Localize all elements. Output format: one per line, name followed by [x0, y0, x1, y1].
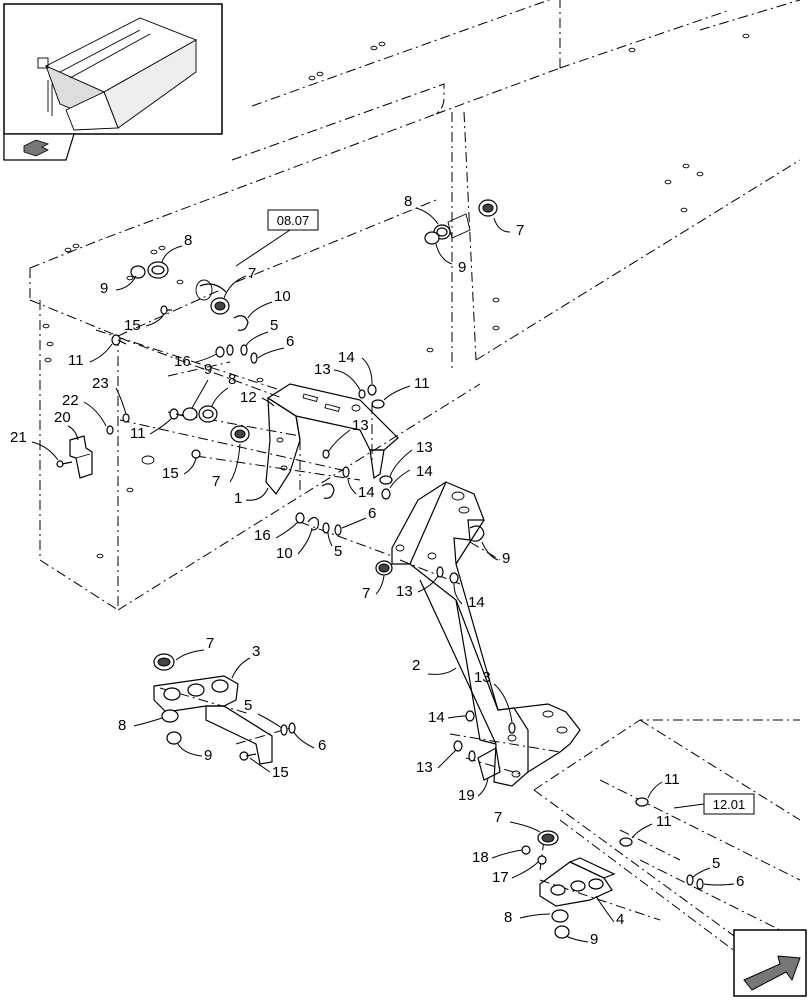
callout-label: 8	[184, 232, 192, 249]
machine-body-outline	[29, 0, 801, 985]
callout-label: 3	[252, 643, 260, 660]
reference-box-08-07[interactable]: 08.07	[267, 209, 319, 231]
callout-label: 7	[206, 635, 214, 652]
callout-label: 6	[286, 333, 294, 350]
callout-label: 6	[318, 737, 326, 754]
callout-label: 9	[204, 747, 212, 764]
bracket-part-3[interactable]	[153, 675, 273, 765]
fasteners	[106, 199, 704, 939]
callout-label: 8	[504, 909, 512, 926]
callout-label: 9	[590, 931, 598, 948]
callout-label: 11	[656, 813, 672, 830]
callout-label: 8	[118, 717, 126, 734]
reference-box-label: 12.01	[713, 797, 746, 812]
callout-label: 19	[458, 787, 475, 804]
callout-label: 6	[736, 873, 744, 890]
callout-label: 9	[204, 361, 212, 378]
callout-label: 10	[274, 288, 291, 305]
callout-label: 7	[212, 473, 220, 490]
pivot-plate-part-1[interactable]	[265, 396, 301, 496]
callout-label: 13	[314, 361, 331, 378]
callout-label: 6	[368, 505, 376, 522]
callout-label: 16	[174, 353, 191, 370]
callout-label: 14	[416, 463, 433, 480]
callout-label: 13	[352, 417, 369, 434]
callout-label: 9	[458, 259, 466, 276]
callout-label: 13	[396, 583, 413, 600]
callout-label: 7	[248, 265, 256, 282]
callout-label: 15	[162, 465, 179, 482]
latch-part-20[interactable]	[69, 435, 93, 479]
callout-label: 14	[468, 594, 485, 611]
callout-label: 10	[276, 545, 293, 562]
callout-label: 21	[10, 429, 27, 446]
callout-label: 5	[244, 697, 252, 714]
callout-label: 17	[492, 869, 509, 886]
callout-label: 16	[254, 527, 271, 544]
callout-label: 13	[474, 669, 491, 686]
callout-label: 7	[362, 585, 370, 602]
callout-label: 5	[712, 855, 720, 872]
callout-label: 15	[272, 764, 289, 781]
callout-label: 14	[358, 484, 375, 501]
callout-label: 14	[338, 349, 355, 366]
callout-label: 11	[664, 771, 680, 788]
callout-label: 9	[502, 550, 510, 567]
callout-label: 18	[472, 849, 489, 866]
next-page-arrow-icon[interactable]	[733, 929, 807, 997]
callout-label: 11	[414, 375, 430, 392]
reference-box-label: 08.07	[277, 213, 310, 228]
callout-label: 23	[92, 375, 109, 392]
callout-label: 15	[124, 317, 141, 334]
callout-label: 2	[412, 657, 420, 674]
callouts: 8 7 9 9 8 7 10 15 5 6 11 16 13 14 23 9 8…	[10, 193, 744, 948]
callout-label: 11	[130, 425, 146, 442]
callout-label: 8	[228, 371, 236, 388]
callout-label: 7	[516, 222, 524, 239]
callout-label: 4	[616, 911, 624, 928]
callout-label: 5	[270, 317, 278, 334]
bracket-part-4[interactable]	[539, 857, 616, 907]
plate-part-19[interactable]	[477, 747, 501, 781]
callout-label: 8	[404, 193, 412, 210]
callout-label: 12	[240, 389, 257, 406]
callout-label: 13	[416, 759, 433, 776]
callout-label: 13	[416, 439, 433, 456]
body-holes	[42, 33, 750, 559]
assembly-centre-lines	[95, 329, 681, 921]
reference-box-12-01[interactable]: 12.01	[703, 793, 755, 815]
callout-label: 22	[62, 392, 79, 409]
callout-label: 11	[68, 352, 84, 369]
mounting-bracket-part-12[interactable]	[266, 383, 399, 480]
callout-label: 9	[100, 280, 108, 297]
screw-part-21[interactable]	[56, 460, 73, 468]
callout-label: 20	[54, 409, 71, 426]
support-leg-part-2[interactable]	[391, 481, 581, 787]
callout-label: 5	[334, 543, 342, 560]
callout-label: 7	[494, 809, 502, 826]
callout-label: 1	[234, 490, 242, 507]
overview-thumbnail[interactable]	[3, 3, 223, 161]
callout-label: 14	[428, 709, 445, 726]
